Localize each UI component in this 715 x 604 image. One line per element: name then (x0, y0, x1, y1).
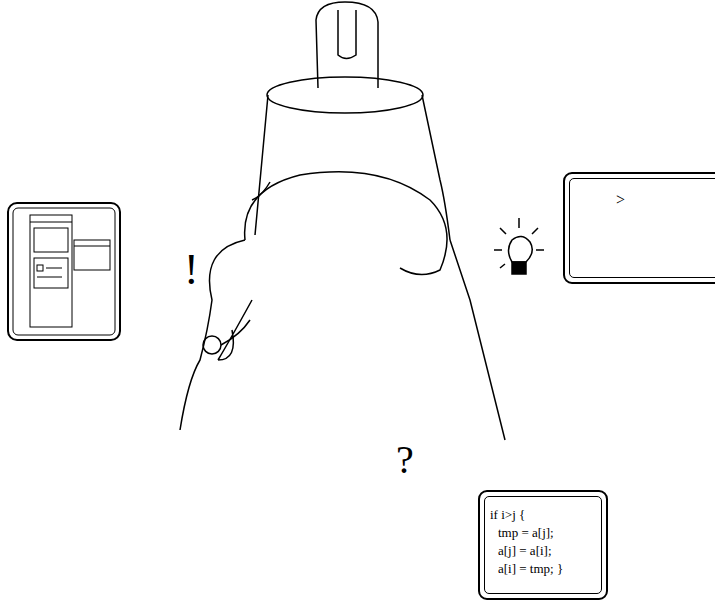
code-panel: if i>j { tmp = a[j]; a[j] = a[i]; a[i] = tm… (478, 490, 608, 600)
window-line (46, 268, 62, 269)
panel-text: if i>j { (490, 508, 525, 521)
exclamation-mark: ! (184, 248, 199, 292)
question-mark: ? (396, 440, 414, 480)
window-bar (30, 222, 72, 223)
middle-collar (245, 172, 447, 275)
panel-text: a[j] = a[i]; (498, 544, 552, 557)
window-line (37, 277, 62, 278)
ui-panel (8, 203, 120, 340)
cap-groove (338, 10, 356, 59)
logic-panel: > (563, 172, 715, 284)
bulb-rays (494, 218, 544, 268)
upper-collar (267, 77, 423, 113)
lightbulb (509, 236, 533, 262)
middle-body (255, 95, 450, 240)
knob-band (221, 320, 250, 345)
knob (203, 336, 221, 354)
panel-text: > (616, 192, 625, 208)
window-sketch (74, 240, 110, 270)
ui-panel-inner (13, 208, 115, 335)
bulb-base (512, 262, 526, 274)
panel-text: a[i] = tmp; } (498, 562, 563, 575)
panel-inner-frame (569, 178, 715, 278)
window-pane (34, 228, 68, 252)
window-bar (74, 246, 110, 247)
panel-text: tmp = a[j]; (498, 526, 554, 539)
window-sketch (30, 215, 72, 327)
lower-body-right (450, 240, 505, 440)
arm-fold (218, 300, 252, 360)
cap-outline (316, 2, 378, 88)
window-pane (34, 258, 68, 288)
window-icon (37, 265, 43, 271)
collar-fold (252, 182, 270, 200)
